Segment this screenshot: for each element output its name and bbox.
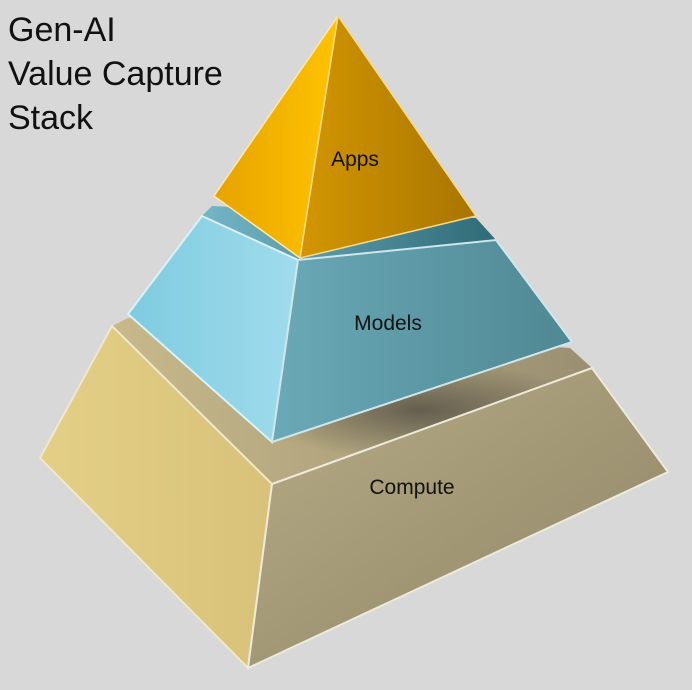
apps-right-face	[299, 14, 478, 259]
apps-layer: Apps	[212, 14, 478, 260]
models-label: Models	[354, 312, 422, 335]
compute-right-face	[246, 366, 670, 670]
title-line-3: Stack	[8, 99, 94, 137]
title-line-1: Gen-AI	[8, 11, 116, 49]
compute-label: Compute	[369, 476, 454, 499]
title-line-2: Value Capture	[8, 55, 223, 93]
diagram-title: Gen-AI Value Capture Stack	[8, 8, 223, 140]
apps-label: Apps	[331, 148, 379, 171]
models-right-face	[270, 238, 574, 444]
